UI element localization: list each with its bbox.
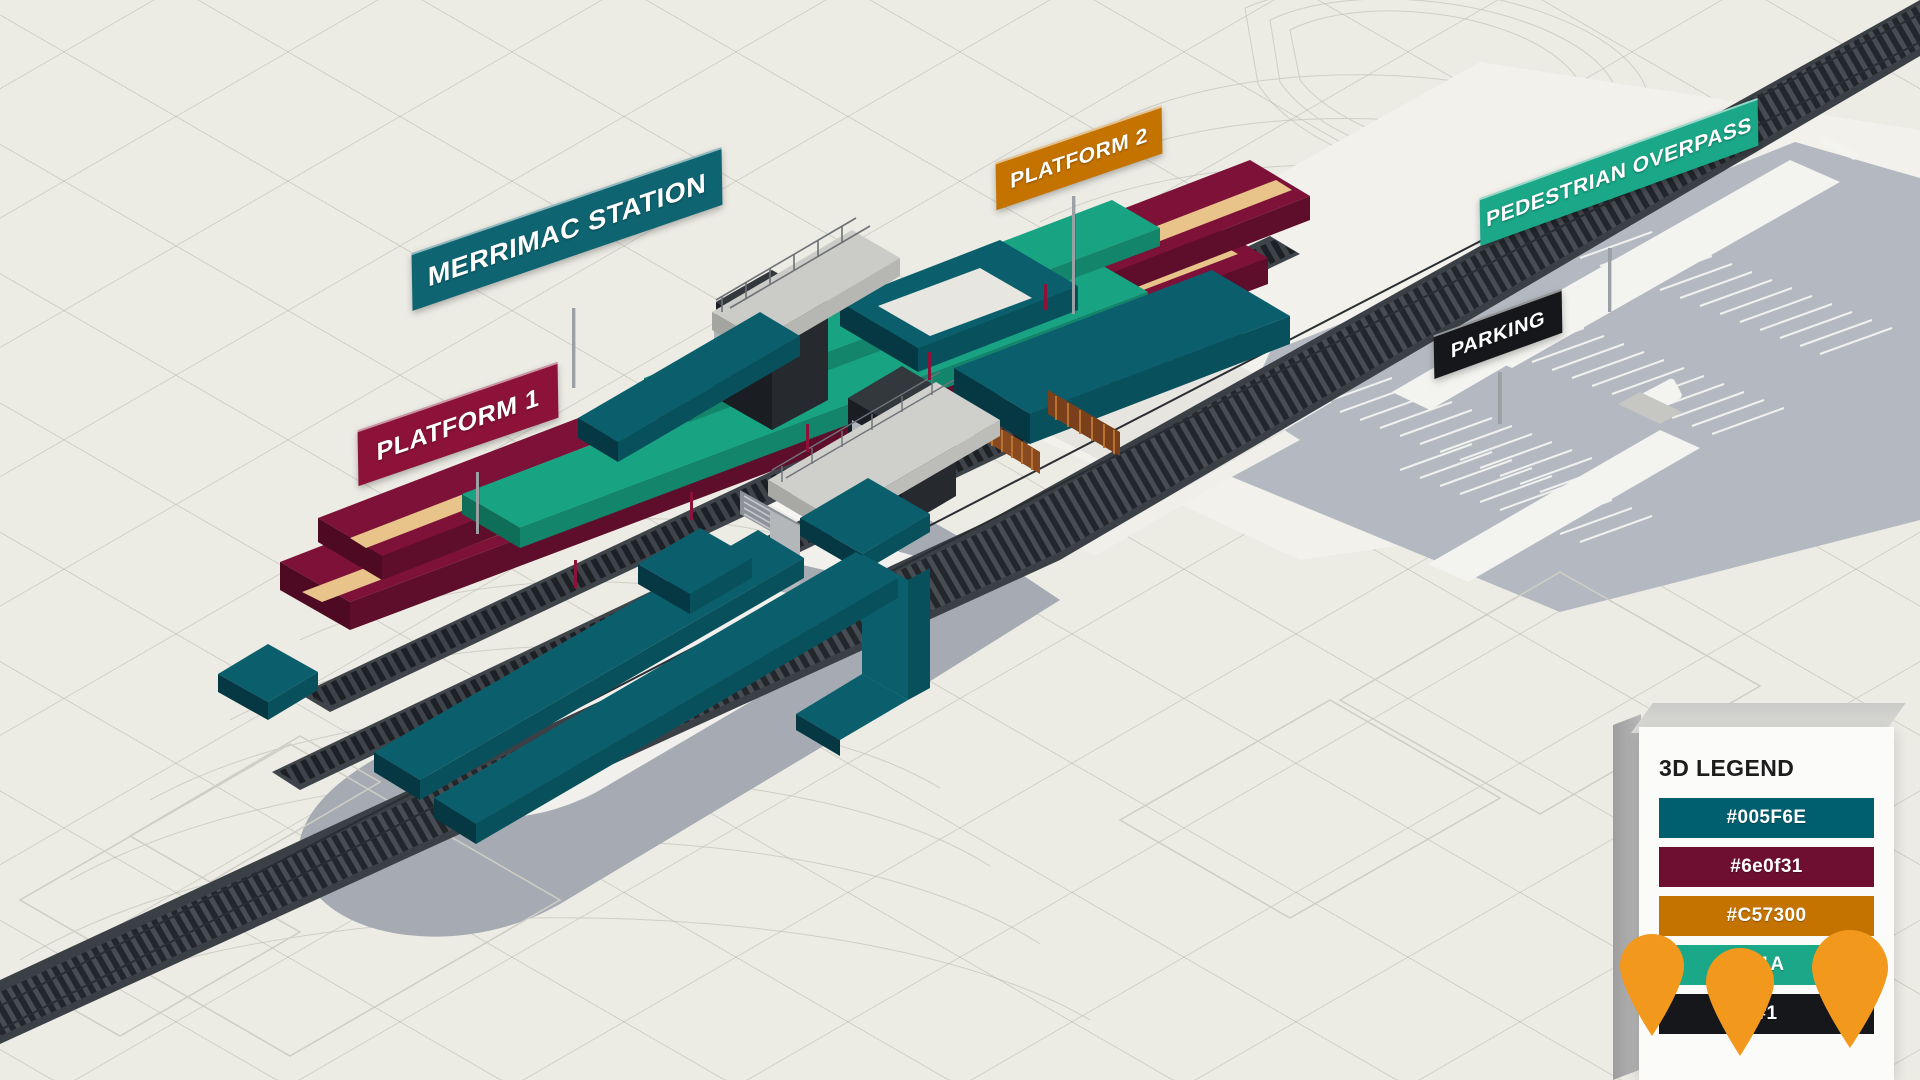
legend-swatch-label: #1A (1748, 954, 1785, 975)
legend-swatch-label: #1 (1755, 1003, 1778, 1024)
sign-post (476, 472, 479, 534)
legend-swatch-row[interactable]: #C57300 (1659, 896, 1874, 936)
bus-shelter-2-roof (434, 552, 898, 824)
concourse-roof (954, 270, 1290, 414)
legend-swatch-label: #C57300 (1726, 905, 1807, 926)
legend-swatch-row[interactable]: #6e0f31 (1659, 847, 1874, 887)
legend-extrude-left (1613, 714, 1641, 1080)
parking-lot-surface (1215, 142, 1920, 612)
sign-post (572, 308, 575, 388)
legend-swatch-row[interactable]: #005F6E (1659, 798, 1874, 838)
sign-post (1498, 372, 1501, 424)
covered-walk-roof (800, 478, 930, 554)
legend-swatch-row[interactable]: #1 (1659, 994, 1874, 1034)
bus-shelter-3-roof (578, 312, 800, 442)
legend-title: 3D LEGEND (1659, 755, 1795, 781)
legend-face: 3D LEGEND #005F6E #6e0f31 #C57300 #1A #1 (1639, 727, 1894, 1080)
legend-swatch-label: #005F6E (1726, 807, 1807, 828)
wood-slat-wall-2 (1048, 390, 1120, 456)
legend-swatch-label: #6e0f31 (1730, 856, 1803, 877)
legend-swatch-row[interactable]: #1A (1659, 945, 1874, 985)
overpass-railing (715, 217, 871, 312)
lower-walkway-deck (768, 382, 1000, 518)
sign-post (1608, 248, 1611, 312)
overpass-deck (712, 230, 900, 340)
parking-kiosk (1618, 392, 1682, 424)
canopy-columns (574, 284, 1047, 588)
bus-block-a (638, 528, 752, 594)
lower-walkway-railing (771, 371, 955, 482)
legend-panel[interactable]: 3D LEGEND #005F6E #6e0f31 #C57300 #1A #1 (1613, 703, 1906, 1080)
sign-post (1072, 196, 1075, 314)
bus-block-b (218, 644, 318, 702)
